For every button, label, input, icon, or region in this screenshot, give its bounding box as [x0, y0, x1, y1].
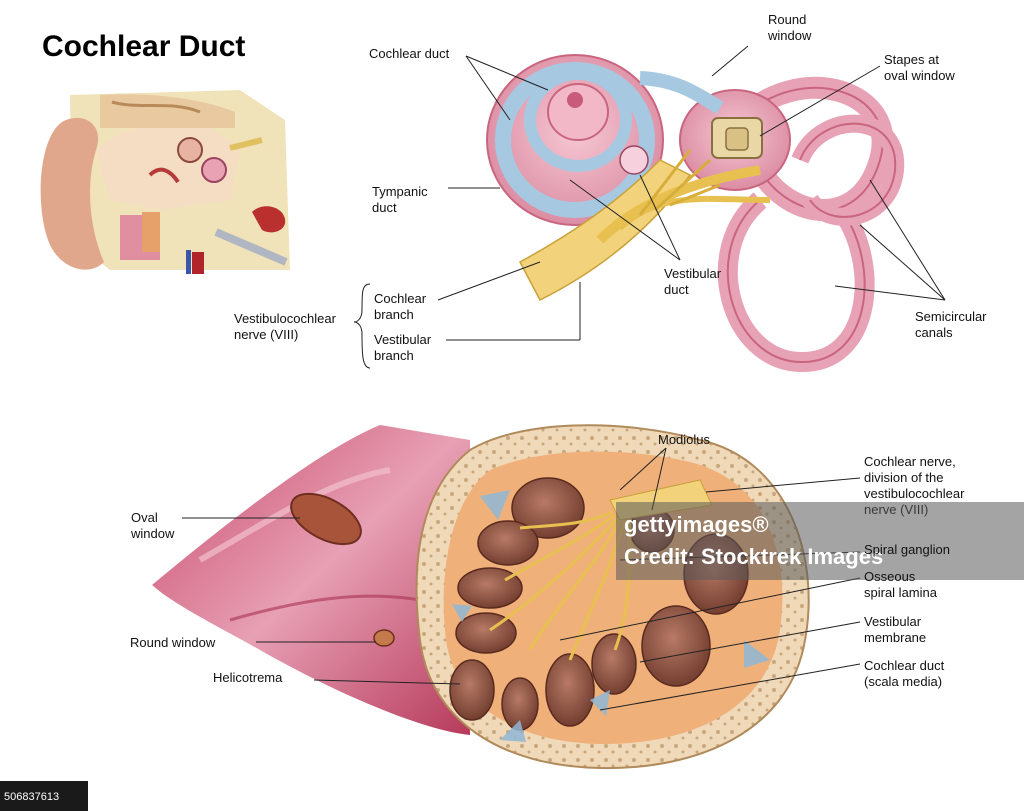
- watermark-credit: Credit: Stocktrek Images: [624, 544, 884, 569]
- label-vestibular-membrane: Vestibular membrane: [864, 614, 927, 645]
- cochlea-cross-section: [152, 424, 810, 770]
- label-helicotrema: Helicotrema: [213, 670, 283, 685]
- watermark-logo: gettyimages®: [624, 512, 769, 537]
- label-stapes: Stapes at oval window: [884, 52, 955, 83]
- inner-ear-top: [486, 54, 905, 373]
- label-semicircular-canals: Semicircular canals: [915, 309, 987, 340]
- label-cochlear-duct-top: Cochlear duct: [369, 46, 450, 61]
- label-osseous-lamina: Osseous spiral lamina: [864, 569, 937, 600]
- label-oval-window: Oval window: [131, 510, 175, 541]
- ear-anatomy-inset: [40, 90, 290, 274]
- label-modiolus: Modiolus: [658, 432, 711, 447]
- label-cochlear-branch: Cochlear branch: [374, 291, 427, 322]
- stock-id-badge: 506837613: [0, 781, 88, 811]
- label-spiral-ganglion: Spiral ganglion: [864, 542, 951, 557]
- label-cochlear-duct-bottom: Cochlear duct (scala media): [864, 658, 945, 689]
- label-round-window-bottom: Round window: [130, 635, 216, 650]
- label-round-window-top: Round window: [768, 12, 812, 43]
- label-vestibular-branch: Vestibular branch: [374, 332, 432, 363]
- leader-lines: [182, 45, 946, 711]
- watermark-band: [616, 502, 1024, 580]
- diagram-title: Cochlear Duct: [42, 30, 246, 63]
- label-vestibulocochlear-nerve: Vestibulocochlear nerve (VIII): [234, 311, 336, 342]
- label-tympanic-duct: Tympanic duct: [372, 184, 428, 215]
- label-vestibular-duct: Vestibular duct: [664, 266, 722, 297]
